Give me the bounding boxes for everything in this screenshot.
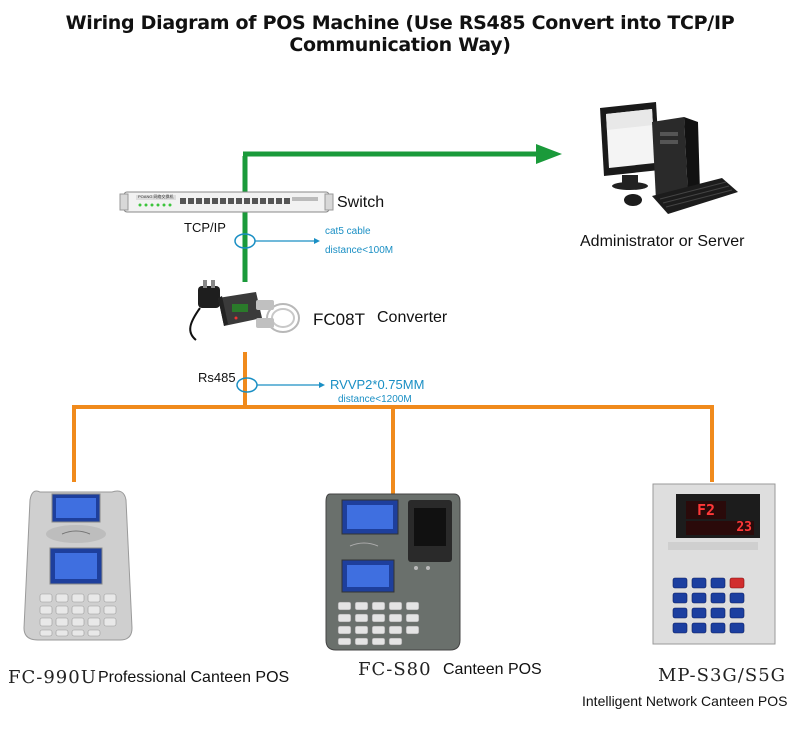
- pos3-label: Intelligent Network Canteen POS: [582, 693, 788, 709]
- pos-mps3g: [652, 483, 776, 645]
- pos-fcs80: [325, 493, 461, 651]
- switch-label: Switch: [337, 194, 385, 211]
- pos1-label: Professional Canteen POS: [98, 669, 290, 686]
- converter-device: [189, 280, 300, 341]
- pos3-display-left: F2: [696, 501, 716, 519]
- pos2-label: Canteen POS: [443, 661, 542, 678]
- network-switch: [119, 191, 334, 213]
- rs485-cable-marker: [236, 377, 325, 393]
- rs485-cable-text: RVVP2*0.75MM: [330, 377, 425, 392]
- switch-panel-text: POANG 网络交换机: [138, 194, 174, 199]
- tcp-connection-line: [242, 144, 562, 282]
- server-computer: [600, 102, 738, 214]
- pos1-model: FC-990U: [8, 667, 97, 688]
- server-label: Administrator or Server: [580, 233, 745, 250]
- rs485-distance-text: distance<1200M: [338, 394, 412, 405]
- pos3-model: MP-S3G/S5G: [658, 665, 787, 686]
- converter-model: FC08T: [313, 310, 365, 329]
- converter-label: Converter: [377, 309, 448, 326]
- pos3-display-right: 23: [736, 520, 752, 535]
- pos-fc990u: [23, 490, 133, 641]
- tcpip-label: TCP/IP: [184, 220, 226, 235]
- tcp-cable-text: cat5 cable: [325, 226, 371, 237]
- pos2-model: FC-S80: [358, 659, 432, 680]
- tcp-cable-marker: [234, 233, 320, 249]
- rs485-bus-line: [72, 352, 714, 495]
- rs485-label: Rs485: [198, 370, 236, 385]
- diagram-title: Wiring Diagram of POS Machine (Use RS485…: [65, 12, 735, 56]
- tcp-distance-text: distance<100M: [325, 245, 394, 256]
